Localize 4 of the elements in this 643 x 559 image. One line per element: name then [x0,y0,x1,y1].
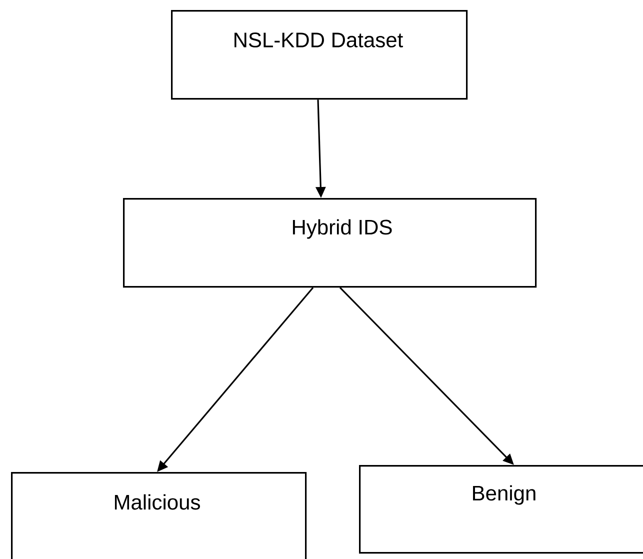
process-box: Benign [359,464,643,554]
process-box: Hybrid IDS [123,198,537,288]
process-box: Malicious [11,472,307,559]
process-box: NSL-KDD Dataset [171,10,468,100]
